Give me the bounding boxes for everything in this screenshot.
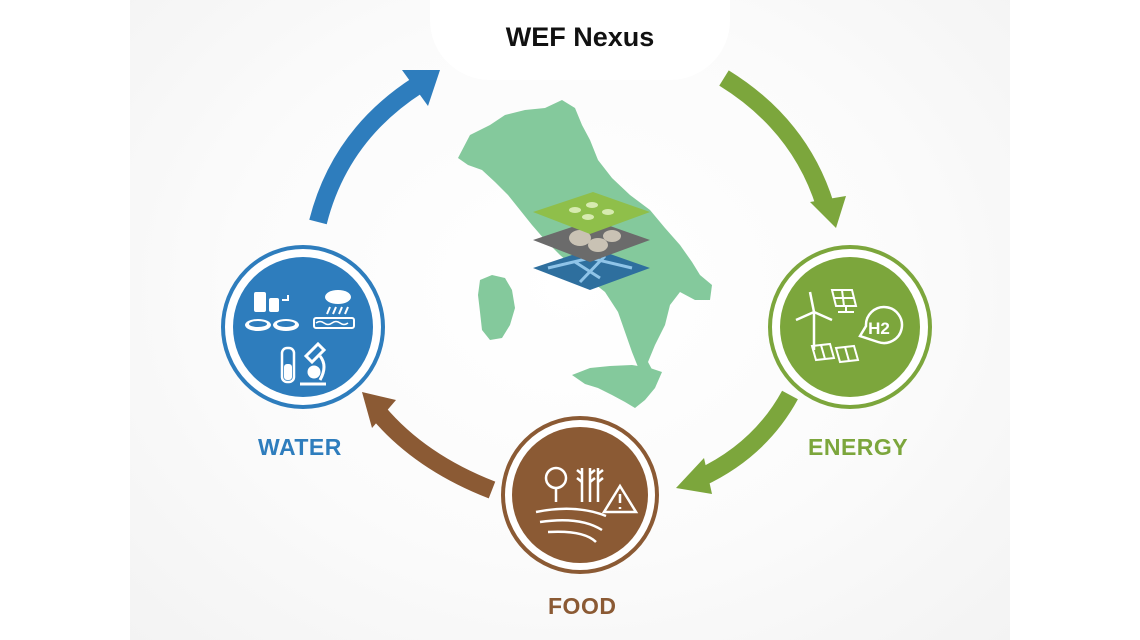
gray-blob-3 — [603, 230, 621, 242]
arrow-water-to-nexus — [309, 77, 423, 225]
energy-circle — [780, 257, 920, 397]
arrow-food-to-water — [371, 406, 496, 499]
arrow-nexus-to-energy — [719, 70, 834, 208]
gray-blob-2 — [588, 238, 608, 252]
microscope-icon — [300, 341, 327, 386]
rain-cloud-icon — [313, 290, 355, 329]
sardinia — [478, 275, 515, 340]
warning-icon — [601, 483, 639, 514]
green-dot-1 — [569, 207, 581, 213]
arrow-food-to-water-head — [362, 392, 396, 428]
wheat-icon — [576, 468, 604, 502]
diagram-title: WEF Nexus — [505, 22, 655, 52]
title-cloud — [430, 0, 730, 80]
green-dot-2 — [586, 202, 598, 208]
green-dot-4 — [582, 214, 594, 220]
energy-node: H2 — [768, 245, 932, 409]
water-pools-icon — [245, 319, 299, 331]
food-node — [501, 416, 659, 574]
data-layers — [533, 192, 650, 290]
arrow-energy-to-food-head — [676, 458, 712, 494]
hydrogen-icon: H2 — [858, 305, 904, 345]
water-label: WATER — [258, 434, 342, 460]
wind-turbine-icon — [795, 291, 833, 350]
tree-icon — [544, 466, 568, 502]
cycle-arrows — [309, 70, 846, 499]
solar-panel-icon — [830, 289, 858, 313]
arrow-water-to-nexus-head — [402, 70, 440, 106]
solar-panels-icon — [810, 342, 860, 364]
green-layer — [533, 192, 650, 234]
water-tanks-icon — [254, 292, 289, 312]
green-dot-3 — [602, 209, 614, 215]
arrow-energy-to-food — [696, 390, 798, 487]
arrow-nexus-to-energy-head — [810, 196, 846, 228]
gray-blob-1 — [569, 230, 591, 246]
energy-label: ENERGY — [808, 434, 909, 460]
food-label: FOOD — [548, 593, 617, 619]
hydrogen-label: H2 — [868, 319, 890, 338]
test-tube-icon — [280, 346, 296, 384]
field-rows-icon — [535, 507, 607, 543]
food-circle — [512, 427, 648, 563]
sicily — [572, 365, 662, 408]
water-node — [221, 245, 385, 409]
